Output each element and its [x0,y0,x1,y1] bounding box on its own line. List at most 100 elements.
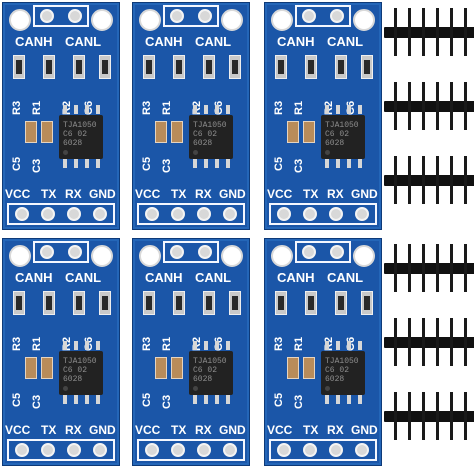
r3-label: R3 [11,336,23,351]
canl-label: CANL [195,34,232,49]
r3-label: R3 [11,100,23,115]
gnd-label: GND [351,187,378,201]
chip-marking-line3: 6028 [63,375,83,384]
capacitor-c3 [171,121,183,143]
canh-label: CANH [277,34,315,49]
tja1050-chip: TJA1050 C6 02 6028 [321,115,365,159]
pin-header-strip [384,392,474,440]
header-pin [422,244,425,292]
capacitor-c5 [25,121,37,143]
header-pin [394,318,397,366]
header-pin [408,8,411,56]
tx-label: TX [41,187,57,201]
header-pin [450,392,453,440]
resistor-r3 [13,55,25,79]
resistor-r1 [173,55,185,79]
c3-label: C3 [31,394,43,409]
c3-label: C3 [293,158,305,173]
resistor-r1 [173,291,185,315]
rx-pad [329,443,343,457]
rx-label: RX [195,187,212,201]
canl-pad [68,245,82,259]
rx-pad [67,443,81,457]
can-transceiver-board-6: CANH CANL R3 R1 R2 C6 C5 C3 TJA1050 C6 0… [264,238,382,466]
capacitor-c3 [303,121,315,143]
resistor-r3 [13,291,25,315]
header-pin [422,156,425,204]
canh-label: CANH [277,270,315,285]
capacitor-c5 [287,357,299,379]
canl-pad [198,245,212,259]
canl-label: CANL [195,270,232,285]
canh-pad [302,245,316,259]
vcc-label: VCC [5,423,31,437]
canh-label: CANH [15,270,53,285]
header-pin [408,318,411,366]
r1-label: R1 [161,100,173,115]
resistor-r1 [305,291,317,315]
tja1050-chip: TJA1050 C6 02 6028 [321,351,365,395]
tx-label: TX [171,187,187,201]
vcc-label: VCC [267,187,293,201]
resistor-r2 [73,291,85,315]
bottom-pin-outline [7,439,115,461]
header-pin [422,82,425,130]
header-pin [408,156,411,204]
tx-pad [171,443,185,457]
tx-label: TX [303,423,319,437]
header-pin [422,392,425,440]
chip-marking-line2: C6 02 [325,366,350,375]
header-pin [464,8,467,56]
canl-label: CANL [65,270,102,285]
header-pin [436,392,439,440]
tx-pad [171,207,185,221]
c5-label: C5 [11,156,23,171]
tx-pad [41,207,55,221]
r1-label: R1 [293,100,305,115]
tx-pad [41,443,55,457]
capacitor-c3 [171,357,183,379]
chip-marking-line1: TJA1050 [325,121,359,130]
tx-pad [303,443,317,457]
chip-marking-line2: C6 02 [193,130,218,139]
canh-label: CANH [145,270,183,285]
can-transceiver-board-4: CANH CANL R3 R1 R2 C6 C5 C3 TJA1050 C6 0… [2,238,120,466]
canh-pad [40,245,54,259]
mounting-hole [9,245,31,267]
gnd-label: GND [89,187,116,201]
resistor-r2 [335,291,347,315]
header-pin [464,156,467,204]
vcc-pad [277,207,291,221]
mounting-hole [271,9,293,31]
chip-marking-line1: TJA1050 [63,357,97,366]
mounting-hole [221,245,243,267]
gnd-label: GND [89,423,116,437]
mounting-hole [9,9,31,31]
resistor-r1 [305,55,317,79]
canh-label: CANH [15,34,53,49]
top-pin-outline [295,241,351,263]
canl-label: CANL [65,34,102,49]
rx-pad [197,207,211,221]
vcc-label: VCC [5,187,31,201]
c5-label: C5 [273,392,285,407]
vcc-pad [15,207,29,221]
tx-label: TX [303,187,319,201]
canh-pad [40,9,54,23]
bottom-pin-outline [7,203,115,225]
rx-pad [197,443,211,457]
r3-label: R3 [273,336,285,351]
header-pin [436,82,439,130]
mounting-hole [91,245,113,267]
chip-marking-line1: TJA1050 [63,121,97,130]
mounting-hole [139,245,161,267]
header-pin [422,318,425,366]
resistor-r2 [73,55,85,79]
header-pin [464,392,467,440]
header-pin [450,8,453,56]
header-pin [394,8,397,56]
header-pin [450,318,453,366]
mounting-hole [91,9,113,31]
capacitor-c5 [287,121,299,143]
pin-header-strip [384,156,474,204]
